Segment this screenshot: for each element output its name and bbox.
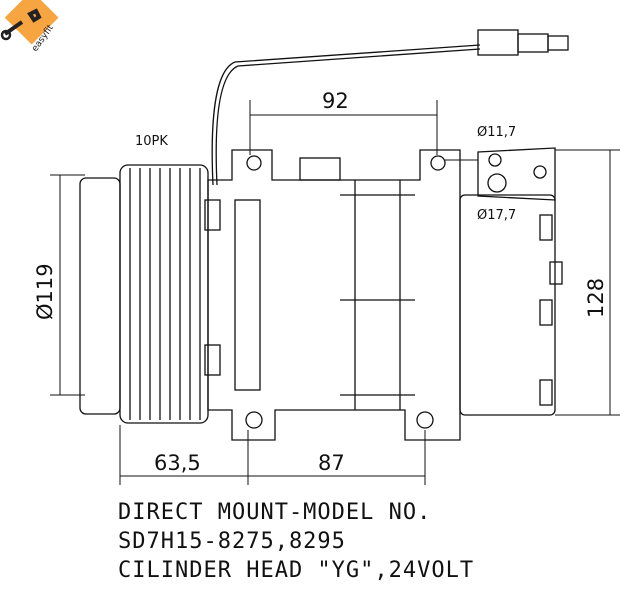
note-line-2: SD7H15-8275,8295 (118, 529, 346, 554)
pulley (119, 164, 209, 424)
label-port-small: Ø11,7 (477, 125, 516, 140)
note-line-3: CILINDER HEAD "YG",24VOLT (118, 558, 475, 583)
note-line-1: DIRECT MOUNT-MODEL NO. (118, 500, 432, 525)
dim-pulley-offset: 63,5 (154, 451, 201, 475)
dim-height: 128 (584, 278, 608, 318)
clutch-plate (79, 177, 121, 415)
connector (477, 29, 519, 56)
easyfit-logo: easyfit (0, 0, 59, 54)
port-block (477, 147, 556, 201)
dim-mount-spacing: 87 (318, 451, 345, 475)
compressor-outline (79, 29, 569, 441)
dimension-lines (50, 100, 620, 485)
pulley-grooves (129, 168, 201, 420)
hex-nut (299, 157, 341, 181)
cable (211, 44, 481, 186)
label-port-large: Ø17,7 (477, 208, 516, 223)
compressor-body (207, 149, 461, 441)
rear-head (459, 194, 556, 416)
dim-top-width: 92 (322, 89, 349, 113)
label-pulley: 10PK (135, 134, 168, 149)
dim-pulley-diameter: Ø119 (33, 263, 57, 320)
